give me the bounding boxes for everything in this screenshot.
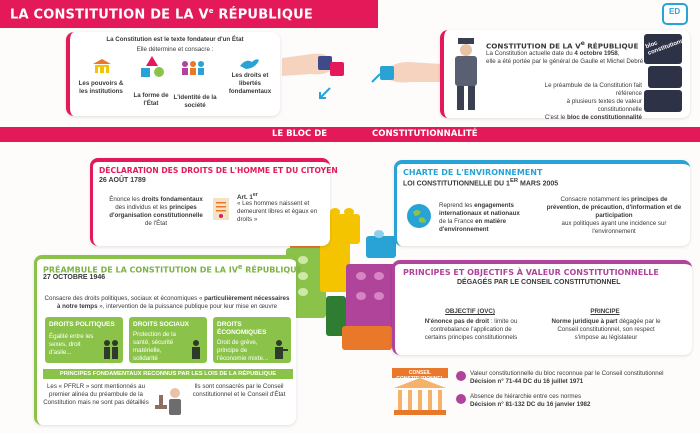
ddhc-quote: « Les hommes naissent et demeurent libre… (237, 200, 318, 224)
conseil-building-icon: CONSEIL CONSTITUTIONNEL (392, 368, 448, 418)
family-icon (187, 339, 205, 366)
preambule-text: Consacre des droits politiques, sociaux … (44, 295, 290, 311)
page-title: LA CONSTITUTION DE LA Ve RÉPUBLIQUE (0, 0, 378, 28)
pvc-col2-title: PRINCIPE (590, 308, 620, 315)
v-republique-title: CONSTITUTION DE LA Ve RÉPUBLIQUE (486, 40, 639, 51)
institutions-icon (92, 58, 112, 81)
people-icon (180, 60, 206, 81)
globe-icon (407, 204, 431, 228)
hand-left-icon (282, 36, 352, 97)
couple-icon (101, 339, 121, 366)
pfrlr-bar: PRINCIPES FONDAMENTAUX RECONNUS PAR LES … (43, 369, 293, 379)
worker-icon (269, 339, 289, 366)
intro-subheading: Elle détermine et consacre : (136, 46, 214, 53)
card-droits-sociaux: DROITS SOCIAUX Protection de la santé, s… (129, 317, 207, 370)
intro-heading: La Constitution est le texte fondateur d… (106, 36, 244, 43)
v-republique-date-text: La Constitution actuelle date du 4 octob… (486, 50, 644, 66)
intro-box: La Constitution est le texte fondateur d… (66, 32, 280, 116)
ddhc-date: 26 AOÛT 1789 (99, 177, 146, 184)
intro-item-pouvoirs: Les pouvoirs & les institutions (78, 80, 124, 96)
bullet-icon (456, 371, 466, 381)
charte-title: CHARTE DE L'ENVIRONNEMENT (403, 168, 543, 177)
intro-item-identite: L'identité de la société (173, 94, 217, 110)
intro-item-forme: La forme de l'État (133, 92, 169, 108)
arrow-icon (318, 86, 332, 105)
pvc-col1-title: OBJECTIF (OVC) (445, 308, 495, 315)
v-republique-bloc-text: Le préambule de la Constitution fait réf… (544, 82, 642, 122)
ddhc-title: DÉCLARATION DES DROITS DE L'HOMME ET DU … (99, 166, 338, 175)
bullet-icon (456, 394, 466, 404)
judge-gavel-icon (151, 383, 183, 420)
ddhc-box: DÉCLARATION DES DROITS DE L'HOMME ET DU … (90, 158, 338, 246)
pvc-col2-text: Norme juridique à part dégagée par le Co… (551, 318, 661, 342)
ddhc-text: Énonce les droits fondamentaux des indiv… (109, 196, 203, 228)
preambule-date: 27 OCTOBRE 1946 (43, 274, 106, 281)
preambule-box: PRÉAMBULE DE LA CONSTITUTION DE LA IVe R… (34, 255, 302, 425)
pfrlr-left-text: Les « PFRLR » sont mentionnés au premier… (43, 383, 149, 407)
pvc-box: PRINCIPES ET OBJECTIFS À VALEUR CONSTITU… (392, 260, 692, 355)
conseil-line1: Valeur constitutionnelle du bloc reconnu… (470, 370, 664, 386)
dove-icon (238, 56, 260, 77)
declaration-scroll-icon (211, 196, 231, 227)
pvc-subtitle: DÉGAGÉS PAR LE CONSEIL CONSTITUTIONNEL (457, 279, 621, 286)
lego-tower-icon: bloc constitutionnel (644, 34, 690, 114)
charte-left-text: Reprend les engagements internationaux e… (439, 202, 520, 234)
pvc-title: PRINCIPES ET OBJECTIFS À VALEUR CONSTITU… (403, 268, 659, 277)
charte-box: CHARTE DE L'ENVIRONNEMENT LOI CONSTITUTI… (394, 160, 690, 246)
pvc-col1-text: N'énonce pas de droit : limite ou contre… (424, 318, 518, 342)
card-droits-economiques: DROITS ÉCONOMIQUES Droit de grève, princ… (213, 317, 291, 363)
charte-subtitle: LOI CONSTITUTIONNELLE DU 1ER MARS 2005 (403, 178, 559, 188)
official-portrait-icon (450, 36, 482, 117)
publisher-logo-icon: ED (662, 3, 688, 25)
card-droits-politiques: DROITS POLITIQUES Égalité entre les sexe… (45, 317, 123, 363)
intro-item-droits: Les droits et libertés fondamentaux (228, 72, 272, 96)
ddhc-article: Art. 1er (237, 192, 258, 202)
band-label-left: LE BLOC DE (272, 129, 328, 139)
hand-right-icon (370, 52, 442, 97)
band-label-right: CONSTITUTIONNALITÉ (372, 129, 478, 139)
preambule-title: PRÉAMBULE DE LA CONSTITUTION DE LA IVe R… (43, 263, 303, 275)
charte-right-text: Consacre notamment les principes de prév… (546, 196, 682, 236)
bloc-band (0, 127, 700, 142)
pfrlr-right-text: Ils sont consacrés par le Conseil consti… (192, 383, 286, 399)
shapes-icon (138, 54, 166, 85)
v-republique-box: CONSTITUTION DE LA Ve RÉPUBLIQUE La Cons… (440, 30, 690, 121)
